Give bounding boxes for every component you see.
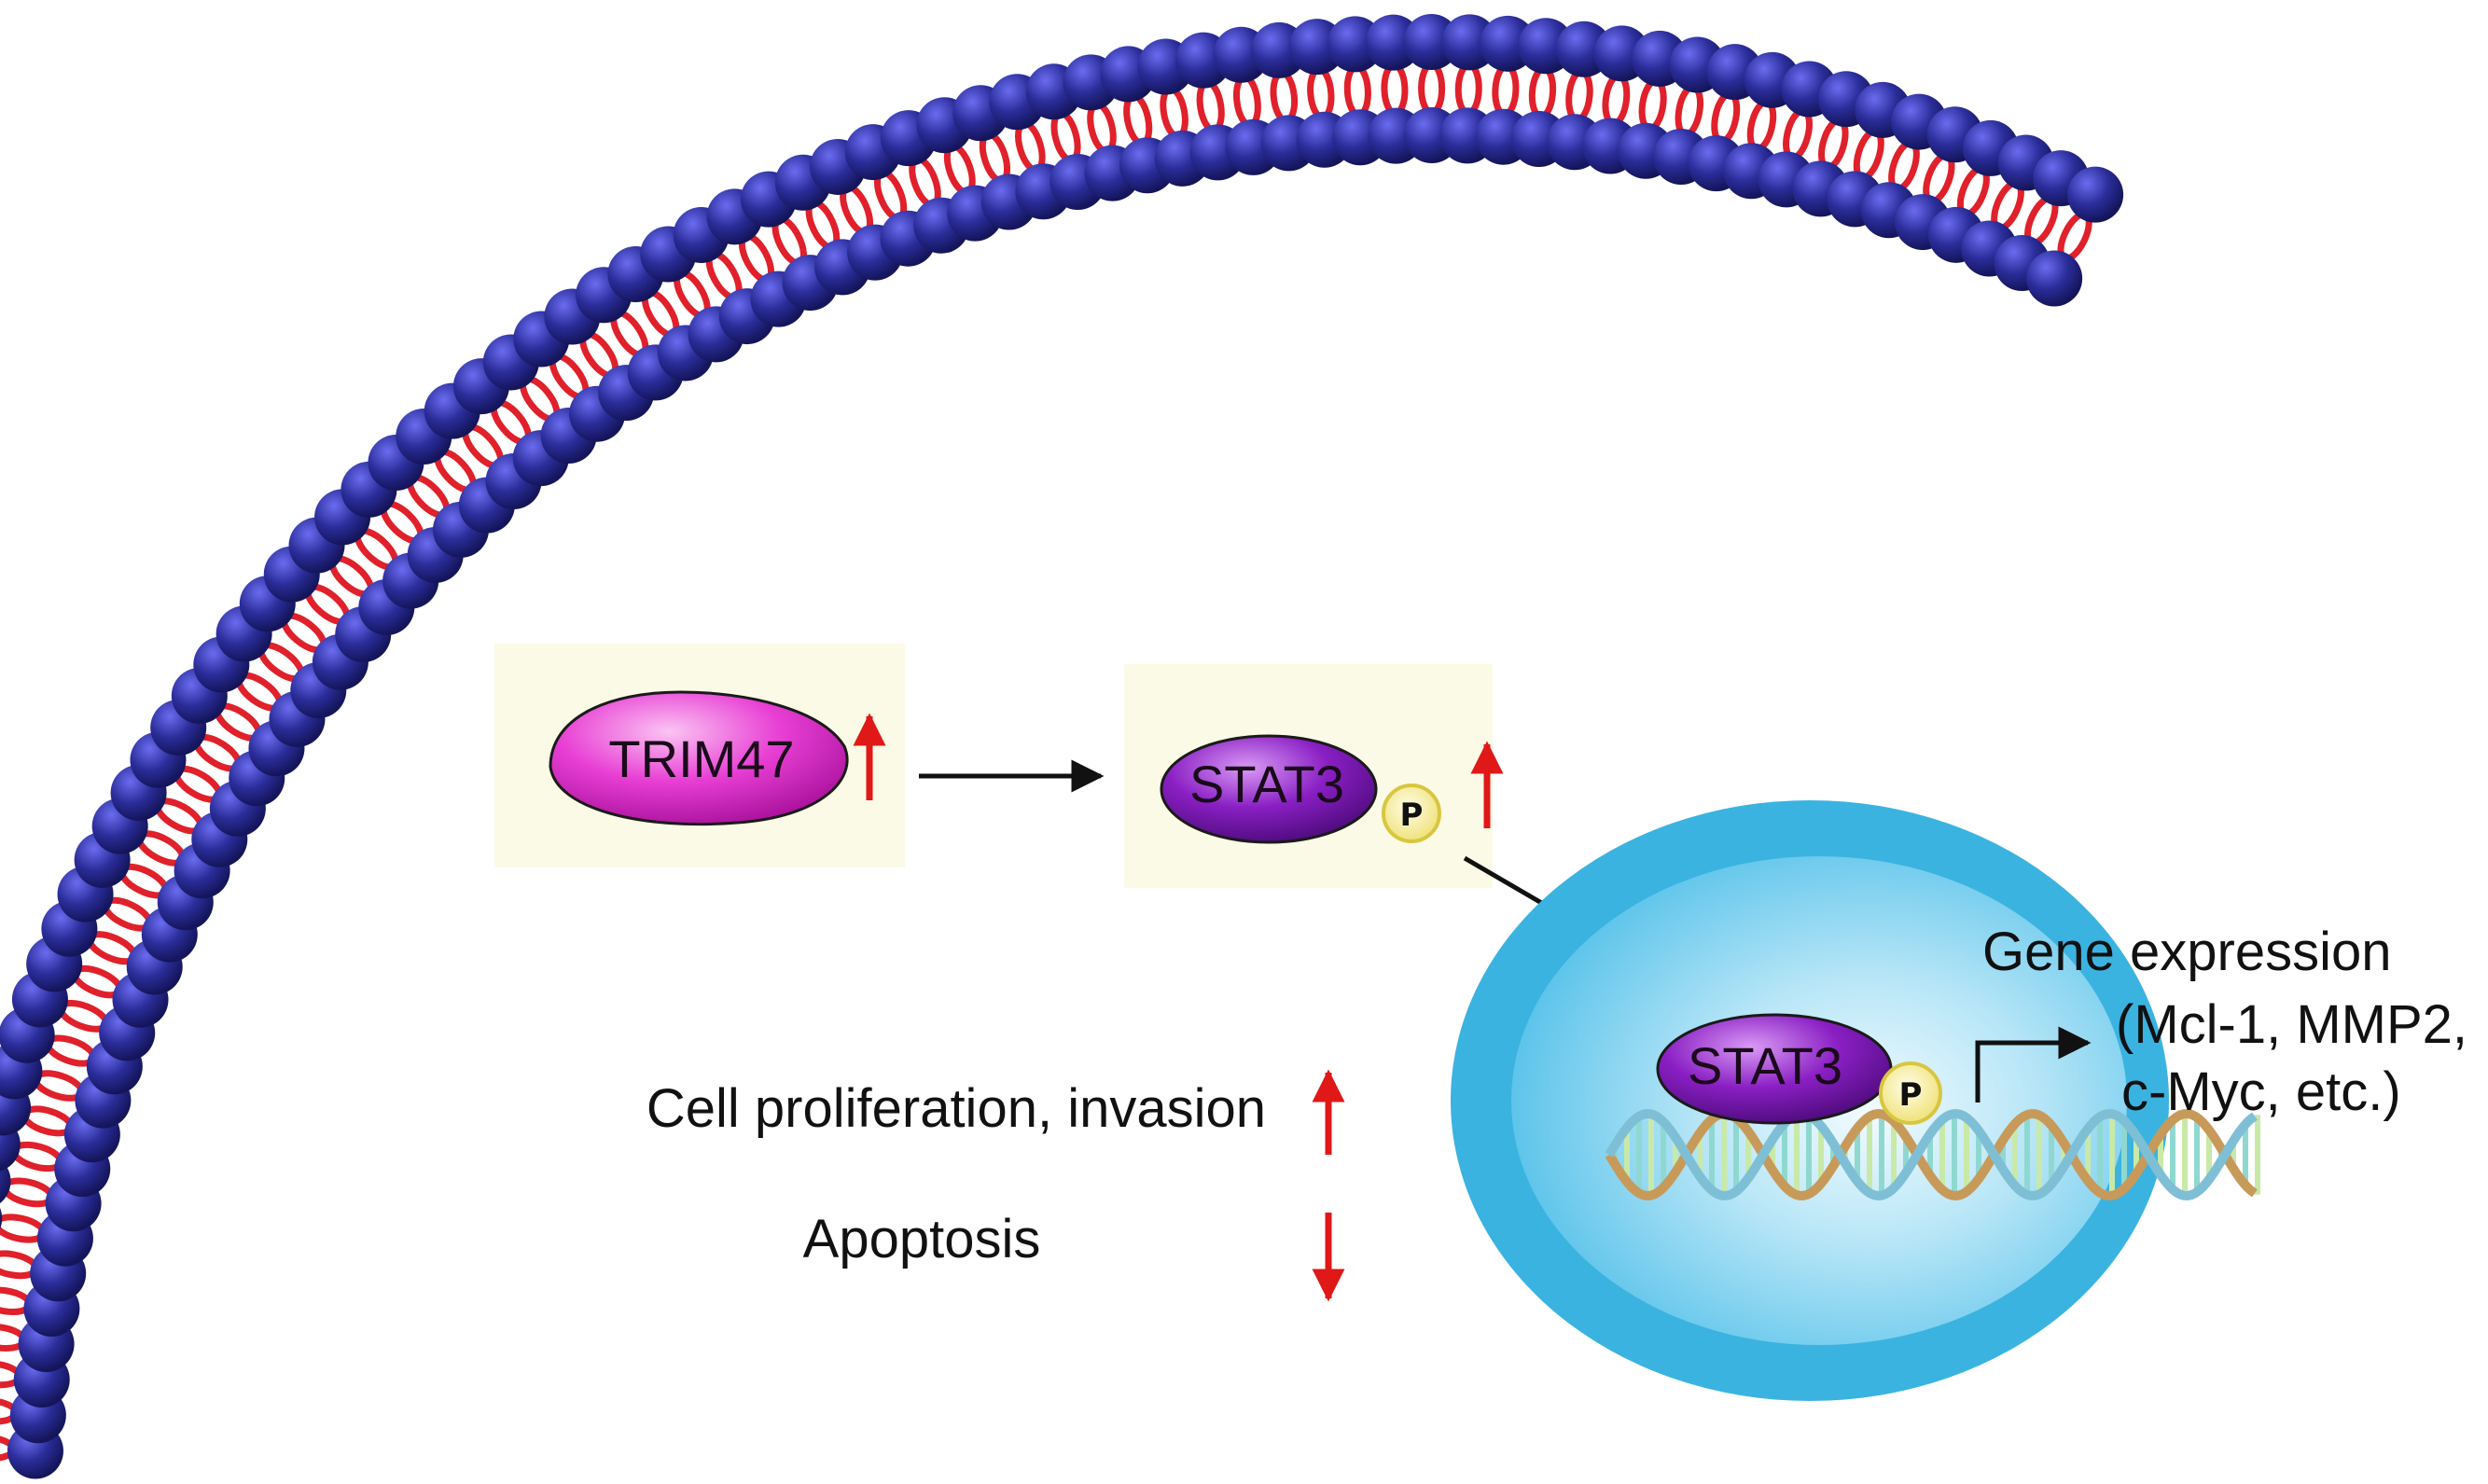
- stat3-cytoplasmic-protein: STAT3 P: [1160, 734, 1441, 844]
- lipid-tail: [1602, 72, 1631, 128]
- lipid-tail: [1196, 78, 1225, 134]
- phospho-badge-cytoplasm: P: [1382, 784, 1441, 843]
- trim47-label: TRIM47: [608, 729, 794, 788]
- stat3-cytoplasm-label: STAT3: [1189, 755, 1344, 813]
- lipid-head: [2067, 166, 2124, 223]
- lipid-tail: [1381, 62, 1409, 118]
- outcome-apoptosis-label: Apoptosis: [803, 1209, 1041, 1269]
- lipid-tail: [1418, 61, 1446, 117]
- gene-expression-genes-line2: c-Myc, etc.): [2121, 1061, 2401, 1122]
- cell-membrane: [0, 14, 2124, 1479]
- transcription-arrow: [1975, 1026, 2092, 1103]
- dna-strand: [1605, 1108, 2258, 1201]
- lipid-tail: [1675, 83, 1704, 138]
- lipid-tail: [1528, 64, 1557, 120]
- lipid-tail: [1270, 69, 1299, 125]
- lipid-tail: [1233, 73, 1261, 129]
- phospho-label-cytoplasm: P: [1400, 797, 1424, 834]
- lipid-tail: [1307, 65, 1335, 121]
- stat3-nucleus-label: STAT3: [1688, 1036, 1842, 1095]
- lipid-head: [2026, 250, 2083, 307]
- lipid-head: [0, 1207, 3, 1229]
- phospho-badge-nucleus: P: [1879, 1061, 1942, 1125]
- stat3-nuclear-protein: STAT3 P: [1656, 1013, 1942, 1125]
- lipid-tail: [1565, 68, 1593, 123]
- lipid-tail: [1638, 77, 1667, 132]
- gene-expression-genes-line1: (Mcl-1, MMP2,: [2116, 994, 2467, 1055]
- phospho-label-nucleus: P: [1899, 1076, 1923, 1114]
- gene-expression-title: Gene expression: [1982, 922, 2391, 982]
- lipid-tail: [1492, 62, 1520, 118]
- trim47-protein: TRIM47: [549, 690, 849, 826]
- lipid-tail: [1454, 61, 1482, 117]
- lipid-tail: [1343, 62, 1371, 118]
- outcome-proliferation-label: Cell proliferation, invasion: [646, 1078, 1266, 1139]
